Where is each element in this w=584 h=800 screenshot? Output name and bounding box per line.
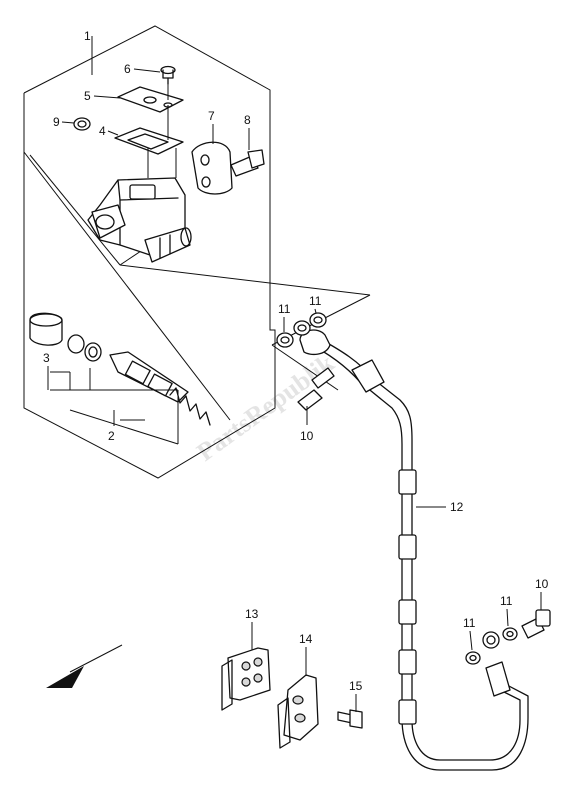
- callout-7: 7: [208, 109, 215, 123]
- callout-12: 12: [450, 500, 464, 514]
- sight-glass: [73, 117, 91, 131]
- clutch-hose: [299, 329, 529, 771]
- washers-upper: [276, 312, 327, 348]
- master-cylinder-body: [87, 177, 192, 263]
- callout-11a: 11: [278, 302, 291, 316]
- callout-11d: 11: [463, 616, 476, 630]
- callout-3: 3: [43, 351, 50, 365]
- callout-10a: 10: [300, 429, 314, 443]
- callout-5: 5: [84, 89, 91, 103]
- callout-2: 2: [108, 429, 115, 443]
- callout-4: 4: [99, 124, 106, 138]
- callout-10b: 10: [535, 577, 549, 591]
- bracket-bolt: [337, 709, 363, 729]
- watermark: PartsRepublik: [191, 348, 339, 467]
- callout-11b: 11: [309, 294, 322, 308]
- banjo-bolt-upper: [297, 367, 335, 425]
- reservoir-cap: [117, 86, 184, 140]
- clamp-bolt: [230, 149, 265, 177]
- callout-11c: 11: [500, 594, 513, 608]
- cap-screw: [160, 65, 176, 100]
- kit-leaders: [50, 368, 179, 445]
- front-direction-arrow-icon: [46, 644, 123, 688]
- callout-9: 9: [53, 115, 60, 129]
- diaphragm-plate: [114, 127, 184, 178]
- hose-bracket-a: [221, 647, 271, 711]
- callout-14: 14: [299, 632, 313, 646]
- hose-bracket-b: [277, 674, 319, 749]
- callout-labels: 1 6 5 9 4 7 8 3 2 11 11 10 12 10 11 11 1…: [43, 29, 549, 712]
- callout-1: 1: [84, 29, 91, 43]
- callout-6: 6: [124, 62, 131, 76]
- handlebar-clamp: [191, 141, 233, 195]
- assembly-frame: [23, 25, 276, 479]
- washers-lower: [465, 627, 518, 665]
- callout-8: 8: [244, 113, 251, 127]
- callout-15: 15: [349, 679, 363, 693]
- banjo-bolt-lower: [521, 609, 551, 639]
- callout-13: 13: [245, 607, 259, 621]
- piston-kit: [29, 312, 211, 426]
